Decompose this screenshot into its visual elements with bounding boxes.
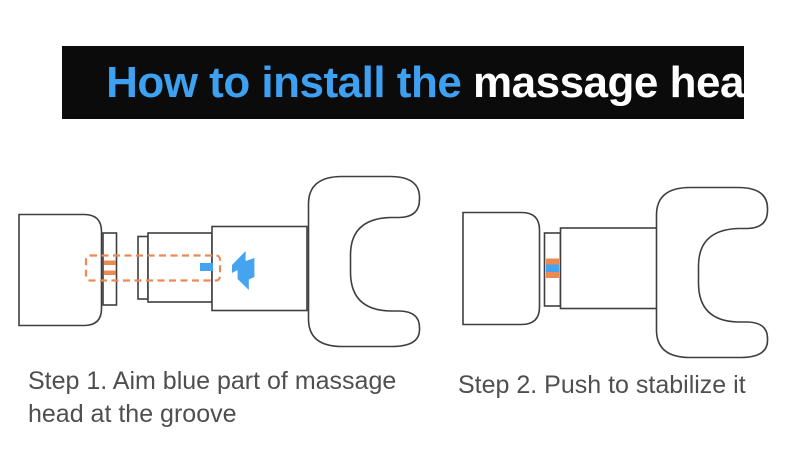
groove-mark-top bbox=[546, 258, 559, 265]
head-shaft bbox=[559, 227, 658, 310]
diagram-step2 bbox=[462, 186, 769, 359]
c-shaped-massage-head bbox=[307, 175, 421, 348]
gun-body-outline bbox=[18, 213, 103, 327]
title-highlight-text: How to install the bbox=[106, 57, 462, 107]
step1-caption: Step 1. Aim blue part of massage head at… bbox=[28, 365, 396, 431]
push-left-arrow-icon bbox=[232, 251, 255, 290]
groove-mark-bottom bbox=[104, 270, 116, 275]
groove-mark-bottom bbox=[546, 272, 559, 278]
alignment-dashed-box bbox=[84, 254, 222, 282]
blue-alignment-tab bbox=[200, 263, 213, 271]
step1-caption-line2: head at the groove bbox=[28, 400, 237, 428]
head-block bbox=[211, 225, 308, 312]
gun-body-outline bbox=[462, 211, 541, 326]
c-shaped-massage-head bbox=[655, 186, 769, 359]
head-end-cap bbox=[137, 235, 149, 300]
step1-caption-line1: Step 1. Aim blue part of massage bbox=[28, 367, 397, 395]
title-rest-text: massage head bbox=[461, 57, 771, 107]
step2-caption: Step 2. Push to stabilize it bbox=[458, 369, 746, 402]
title-banner: How to install the massage head bbox=[62, 46, 771, 119]
gun-socket-collar bbox=[102, 232, 118, 306]
step2-caption-line1: Step 2. Push to stabilize it bbox=[458, 371, 746, 399]
diagram-step1 bbox=[18, 175, 421, 348]
blue-alignment-tab bbox=[546, 264, 559, 272]
groove-mark-top bbox=[104, 260, 116, 265]
